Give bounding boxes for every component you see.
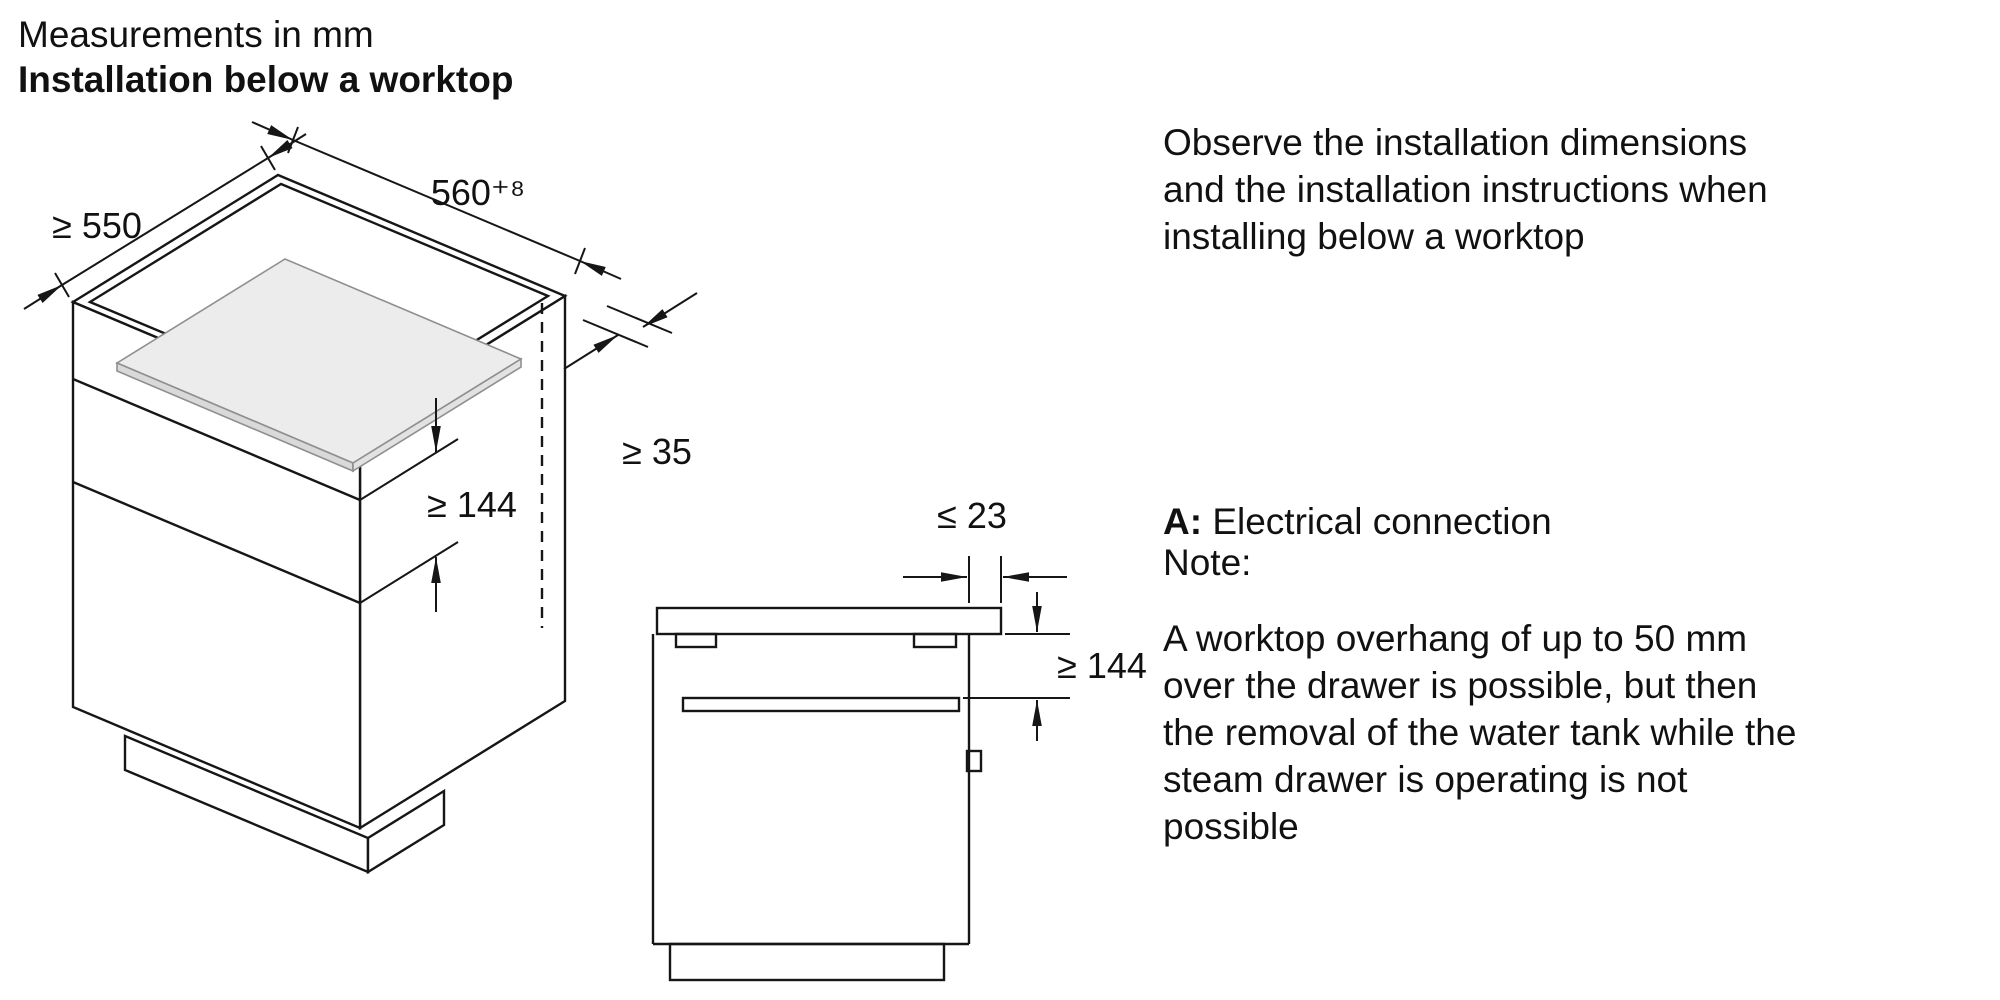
electrical-connection-text: Electrical connection <box>1202 500 1552 542</box>
worktop-slab <box>655 606 1003 636</box>
dimension-overhang-23 <box>903 556 1067 603</box>
plinth <box>668 942 946 982</box>
electrical-connection-key: A: <box>1163 500 1203 542</box>
label-width-560: 560⁺⁸ <box>430 172 526 213</box>
label-opening-height-144: ≥ 144 <box>427 484 517 525</box>
dimension-depth-550 <box>23 133 307 310</box>
note-label: Note: <box>1163 542 1252 583</box>
page-subtitle: Installation below a worktop <box>18 59 514 100</box>
drawer-opening-bottom-edge <box>72 480 361 605</box>
label-rear-gap-35: ≥ 35 <box>622 431 692 472</box>
connection-box <box>965 749 983 773</box>
note-text: A worktop overhang of up to 50 mm over t… <box>1163 618 1797 847</box>
plinth-side-face <box>366 788 446 875</box>
worktop-batten-right <box>912 632 958 649</box>
label-clearance-144: ≥ 144 <box>1057 645 1147 686</box>
drawer-opening-top-edge <box>72 377 361 502</box>
page-title: Measurements in mm <box>18 14 374 55</box>
dimension-clearance-144 <box>963 592 1070 741</box>
dimension-rear-gap-35 <box>563 292 698 370</box>
appliance-top-shelf <box>681 696 961 713</box>
dimension-opening-height-144 <box>359 398 459 612</box>
side-section-drawing <box>651 556 1070 982</box>
electrical-connection-line: A: Electrical connection <box>1163 452 1552 546</box>
label-overhang-23: ≤ 23 <box>937 495 1007 536</box>
isometric-cabinet-drawing <box>23 121 698 875</box>
label-depth-550: ≥ 550 <box>52 205 142 246</box>
observe-instructions-text: Observe the installation dimensions and … <box>1163 122 1768 257</box>
worktop-batten-left <box>674 632 718 649</box>
dimension-width-560 <box>251 121 622 280</box>
